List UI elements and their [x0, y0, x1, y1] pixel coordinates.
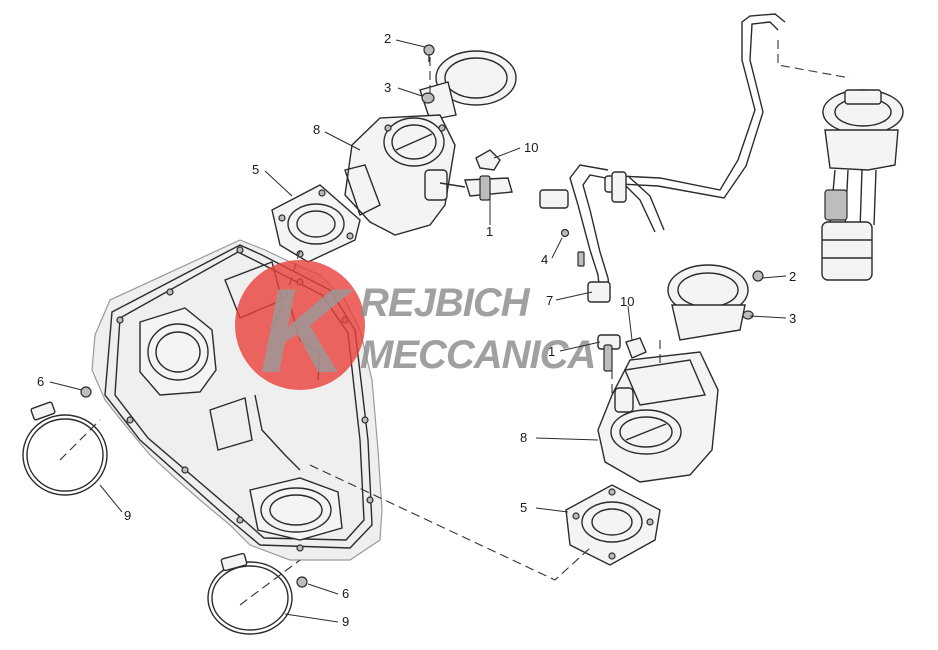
callout-3-upper: 3 — [384, 80, 391, 95]
fuel-hose — [539, 13, 786, 303]
screw-6-upper — [80, 386, 92, 398]
callout-5-lower: 5 — [520, 500, 527, 515]
upper-hose-clamp — [22, 401, 108, 496]
callout-5-upper: 5 — [252, 162, 259, 177]
upper-clip — [475, 149, 501, 171]
lower-throttle-body — [597, 351, 719, 483]
callout-10-upper: 10 — [524, 140, 538, 155]
leader-lines — [49, 39, 787, 623]
callout-2-lower: 2 — [789, 269, 796, 284]
callouts: 2 3 8 5 10 1 4 7 2 3 10 1 8 5 6 9 6 9 — [37, 31, 796, 629]
callout-7: 7 — [546, 293, 553, 308]
callout-9-upper: 9 — [124, 508, 131, 523]
lower-intake-funnel — [667, 264, 754, 341]
lower-injector — [597, 334, 621, 372]
callout-9-lower: 9 — [342, 614, 349, 629]
upper-injector — [439, 175, 513, 201]
watermark-logo-k: K — [260, 264, 354, 398]
callout-1-upper: 1 — [486, 224, 493, 239]
upper-flange-gasket — [271, 184, 361, 263]
callout-6-lower: 6 — [342, 586, 349, 601]
watermark: K REJBICH MECCANICA — [235, 260, 596, 398]
callout-1-lower: 1 — [548, 344, 555, 359]
callout-6-upper: 6 — [37, 374, 44, 389]
watermark-circle — [235, 260, 365, 390]
callout-4: 4 — [541, 252, 548, 267]
callout-2-upper: 2 — [384, 31, 391, 46]
upper-screw — [423, 44, 435, 62]
watermark-line-2: MECCANICA — [360, 333, 595, 377]
fuel-pump — [821, 89, 904, 281]
lower-clip — [625, 337, 647, 359]
callout-3-lower: 3 — [789, 311, 796, 326]
lower-hose-clamp — [207, 552, 293, 635]
lower-flange-gasket — [565, 484, 661, 566]
screw-6-lower — [296, 576, 308, 588]
callout-8-upper: 8 — [313, 122, 320, 137]
upper-intake-funnel — [419, 50, 517, 121]
upper-throttle-body — [344, 114, 456, 236]
callout-10-lower: 10 — [620, 294, 634, 309]
watermark-line-1: REJBICH — [360, 281, 531, 325]
callout-8-lower: 8 — [520, 430, 527, 445]
lower-screw — [752, 270, 764, 282]
bolt-4 — [560, 228, 585, 267]
